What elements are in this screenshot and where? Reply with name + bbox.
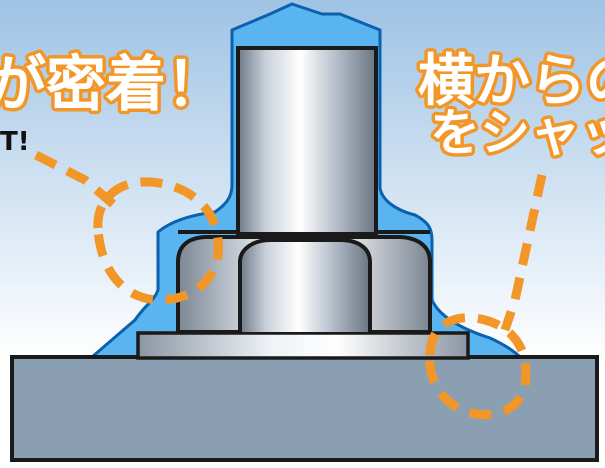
subtext-left: T! bbox=[0, 127, 30, 157]
headline-right-line2: をシャッ bbox=[430, 104, 605, 162]
bolt-shaft-icon bbox=[236, 46, 378, 236]
washer-icon bbox=[136, 331, 470, 360]
headline-right-line1: 横からの bbox=[418, 49, 605, 114]
hex-nut-icon bbox=[176, 230, 432, 334]
right-highlight-dashes bbox=[425, 174, 547, 420]
base-plate bbox=[10, 355, 599, 462]
headline-left: が密着！ bbox=[0, 50, 226, 120]
left-highlight-dashes bbox=[33, 150, 223, 305]
